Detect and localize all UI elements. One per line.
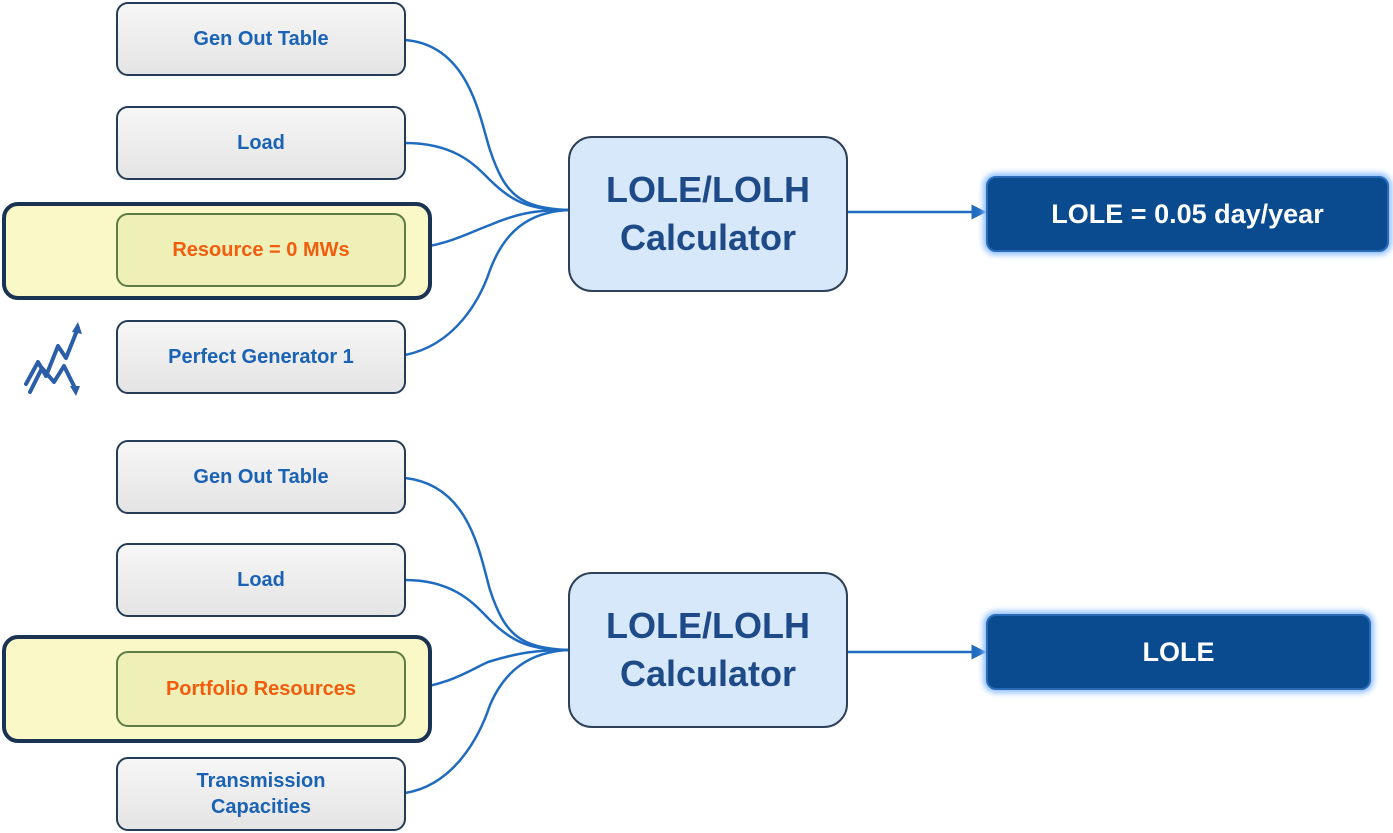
calculator-title: LOLE/LOLH [606, 169, 810, 210]
connector-top-load [404, 141, 569, 212]
output-label: LOLE = 0.05 day/year [1051, 198, 1324, 229]
input-label: Resource = 0 MWs [172, 239, 350, 261]
input-load-bottom: Load [116, 543, 406, 617]
output-bottom: LOLE [986, 614, 1371, 690]
calculator-subtitle: Calculator [619, 217, 797, 258]
input-label: Gen Out Table [193, 466, 329, 488]
input-label: Load [237, 569, 285, 591]
input-transmission-capacities-bottom: Transmission Capacities [116, 757, 406, 831]
input-gen-out-table-top: Gen Out Table [116, 2, 406, 76]
input-label: Transmission Capacities [196, 770, 326, 818]
input-gen-out-table-bottom: Gen Out Table [116, 440, 406, 514]
output-label: LOLE [1142, 636, 1215, 667]
input-label: Portfolio Resources [165, 678, 357, 700]
input-label: Gen Out Table [193, 28, 329, 50]
calculator-top: LOLE/LOLH Calculator [568, 136, 848, 292]
input-resource-top: Resource = 0 MWs [116, 213, 406, 287]
calculator-title: LOLE/LOLH [606, 605, 810, 646]
calculator-bottom: LOLE/LOLH Calculator [568, 572, 848, 728]
calculator-subtitle: Calculator [619, 653, 797, 694]
line-chart-icon [24, 322, 82, 396]
output-top: LOLE = 0.05 day/year [986, 176, 1389, 252]
connector-top-perfect-gen [404, 208, 569, 357]
input-perfect-generator-top: Perfect Generator 1 [116, 320, 406, 394]
connector-top-resource [404, 208, 569, 252]
connector-top-gen-out [404, 38, 569, 212]
connector-bottom-load [404, 578, 569, 652]
input-label: Load [237, 132, 285, 154]
connector-bottom-gen-out [404, 476, 569, 652]
input-label: Perfect Generator 1 [168, 346, 354, 368]
input-portfolio-resources-bottom: Portfolio Resources [116, 651, 406, 727]
input-load-top: Load [116, 106, 406, 180]
connector-bottom-transmission [404, 648, 569, 795]
connector-bottom-portfolio [404, 648, 569, 692]
